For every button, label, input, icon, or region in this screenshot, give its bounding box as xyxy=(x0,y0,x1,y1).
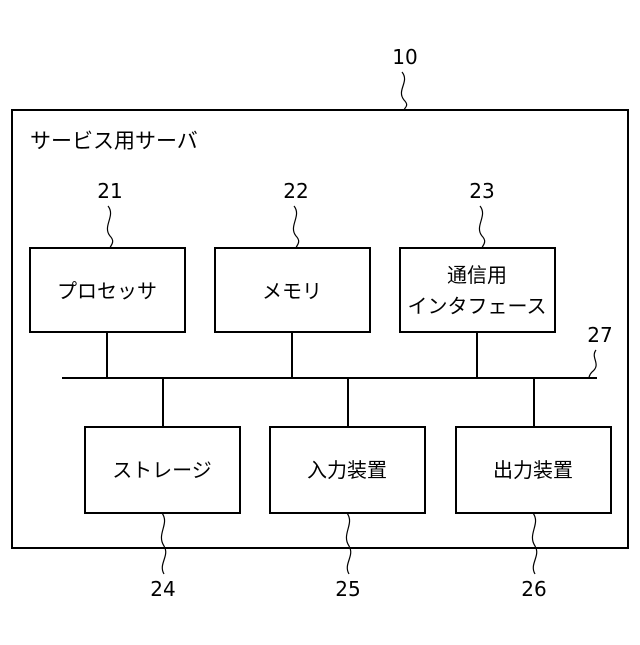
memory-block: メモリ 22 xyxy=(215,179,370,378)
comm-interface-label-line2: インタフェース xyxy=(408,294,547,318)
processor-block: プロセッサ 21 xyxy=(30,179,185,378)
memory-ref-numeral: 22 xyxy=(283,179,308,203)
server-title: サービス用サーバ xyxy=(30,129,198,153)
input-device-ref-numeral: 25 xyxy=(335,577,360,601)
comm-interface-label-line1: 通信用 xyxy=(447,263,507,287)
processor-label: プロセッサ xyxy=(57,279,157,303)
bus-leader-line xyxy=(588,350,596,378)
server-leader-line xyxy=(401,72,406,110)
comm-interface-box xyxy=(400,248,555,332)
input-device-block: 入力装置 25 xyxy=(270,378,425,601)
memory-leader-line xyxy=(293,206,298,248)
storage-label: ストレージ xyxy=(112,458,212,482)
comm-interface-leader-line xyxy=(479,206,484,248)
storage-block: ストレージ 24 xyxy=(85,378,240,601)
bus-ref-numeral: 27 xyxy=(587,323,612,347)
comm-interface-block: 通信用 インタフェース 23 xyxy=(400,179,555,378)
processor-leader-line xyxy=(107,206,112,248)
output-device-block: 出力装置 26 xyxy=(456,378,611,601)
input-device-leader-line xyxy=(346,513,350,574)
storage-ref-numeral: 24 xyxy=(150,577,175,601)
server-ref-numeral: 10 xyxy=(392,45,417,69)
storage-leader-line xyxy=(161,513,165,574)
output-device-ref-numeral: 26 xyxy=(521,577,546,601)
comm-interface-ref-numeral: 23 xyxy=(469,179,494,203)
input-device-label: 入力装置 xyxy=(307,458,387,482)
memory-label: メモリ xyxy=(262,279,322,303)
output-device-leader-line xyxy=(532,513,536,574)
processor-ref-numeral: 21 xyxy=(97,179,122,203)
output-device-label: 出力装置 xyxy=(493,458,573,482)
